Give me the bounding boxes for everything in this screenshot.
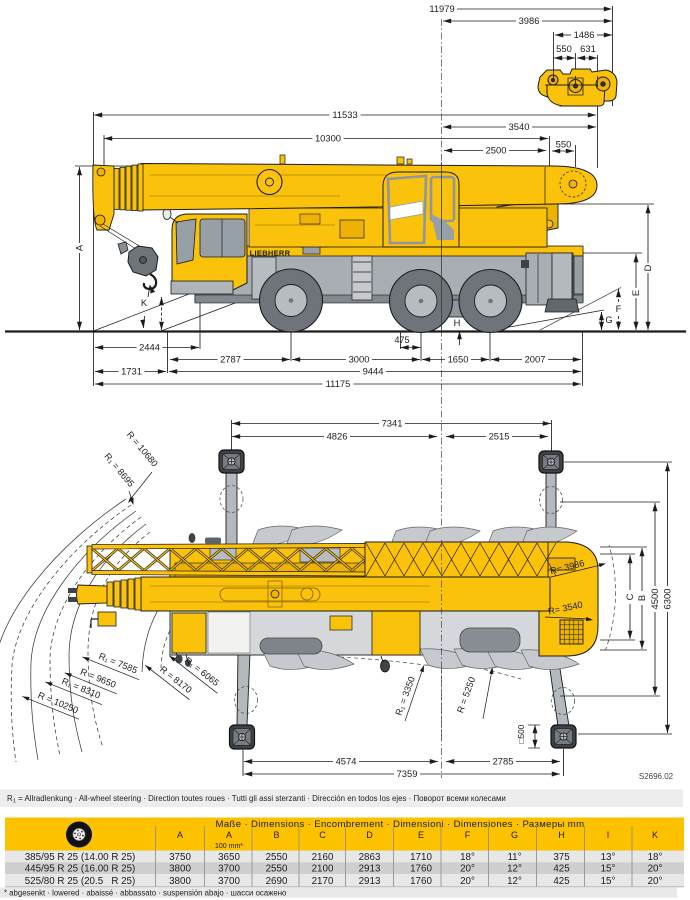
- svg-text:631: 631: [580, 43, 596, 54]
- svg-text:1650: 1650: [448, 354, 469, 365]
- svg-text:2863: 2863: [359, 852, 381, 863]
- svg-text:1710: 1710: [410, 852, 432, 863]
- svg-text:G: G: [511, 830, 518, 840]
- svg-text:13°: 13°: [601, 852, 616, 863]
- svg-text:445/95 R 25 (16.00 R 25): 445/95 R 25 (16.00 R 25): [25, 864, 136, 875]
- svg-text:A: A: [177, 830, 183, 840]
- svg-text:3750: 3750: [169, 852, 191, 863]
- svg-text:6300: 6300: [662, 589, 673, 610]
- svg-text:1486: 1486: [574, 29, 595, 40]
- svg-text:15°: 15°: [601, 876, 616, 887]
- svg-text:E: E: [630, 290, 641, 296]
- svg-text:2007: 2007: [525, 354, 546, 365]
- svg-text:2444: 2444: [139, 342, 160, 353]
- svg-text:18°: 18°: [648, 852, 663, 863]
- svg-text:F: F: [465, 830, 471, 840]
- svg-text:B: B: [273, 830, 279, 840]
- svg-text:7341: 7341: [382, 418, 403, 429]
- svg-text:425: 425: [553, 876, 570, 887]
- svg-text:1731: 1731: [121, 366, 142, 377]
- svg-text:9444: 9444: [363, 366, 384, 377]
- svg-text:12°: 12°: [507, 876, 522, 887]
- svg-text:H: H: [454, 317, 461, 328]
- svg-text:D: D: [642, 264, 653, 271]
- svg-text:15°: 15°: [601, 864, 616, 875]
- svg-text:1760: 1760: [410, 864, 432, 875]
- svg-text:20°: 20°: [648, 876, 663, 887]
- svg-text:C: C: [624, 593, 635, 600]
- svg-text:3800: 3800: [169, 876, 191, 887]
- svg-text:3986: 3986: [519, 15, 540, 26]
- svg-text:K: K: [141, 297, 148, 308]
- svg-text:2550: 2550: [266, 852, 288, 863]
- svg-text:S2696.02: S2696.02: [639, 772, 674, 781]
- svg-text:20°: 20°: [648, 864, 663, 875]
- svg-text:H: H: [558, 830, 565, 840]
- svg-text:3000: 3000: [349, 354, 370, 365]
- svg-text:12°: 12°: [507, 864, 522, 875]
- svg-text:4826: 4826: [327, 431, 348, 442]
- svg-text:550: 550: [556, 139, 572, 150]
- svg-text:4500: 4500: [649, 589, 660, 610]
- svg-text:100 mm*: 100 mm*: [215, 843, 243, 850]
- svg-text:K: K: [652, 830, 658, 840]
- svg-text:1760: 1760: [410, 876, 432, 887]
- svg-text:G: G: [605, 314, 612, 325]
- svg-text:R1 = Allradlenkung · All-whee: R1 = Allradlenkung · All-wheel steering …: [7, 794, 506, 805]
- svg-text:3800: 3800: [169, 864, 191, 875]
- svg-text:2515: 2515: [489, 431, 510, 442]
- svg-text:2787: 2787: [220, 354, 241, 365]
- svg-text:2160: 2160: [312, 852, 334, 863]
- svg-text:2785: 2785: [493, 756, 514, 767]
- svg-text:11°: 11°: [507, 852, 521, 863]
- svg-text:F: F: [616, 303, 622, 314]
- svg-text:□500: □500: [517, 724, 526, 743]
- svg-text:2913: 2913: [359, 876, 381, 887]
- svg-text:3700: 3700: [218, 876, 240, 887]
- svg-text:3650: 3650: [218, 852, 240, 863]
- svg-text:A: A: [226, 830, 232, 840]
- svg-text:525/80 R 25 (20.5 R 25): 525/80 R 25 (20.5 R 25): [25, 876, 136, 887]
- svg-text:385/95 R 25 (14.00 R 25): 385/95 R 25 (14.00 R 25): [25, 852, 136, 863]
- svg-text:3540: 3540: [509, 121, 530, 132]
- svg-text:475: 475: [394, 335, 409, 345]
- svg-text:2690: 2690: [266, 876, 288, 887]
- svg-text:11175: 11175: [326, 378, 351, 389]
- svg-text:375: 375: [553, 852, 570, 863]
- svg-text:A: A: [74, 244, 85, 251]
- svg-text:20°: 20°: [460, 876, 475, 887]
- svg-text:20°: 20°: [460, 864, 475, 875]
- svg-text:2550: 2550: [266, 864, 288, 875]
- svg-text:E: E: [418, 830, 424, 840]
- svg-text:D: D: [366, 830, 373, 840]
- svg-text:18°: 18°: [460, 852, 475, 863]
- svg-text:425: 425: [553, 864, 570, 875]
- svg-text:2500: 2500: [486, 145, 507, 156]
- svg-text:LIEBHERR: LIEBHERR: [250, 249, 291, 258]
- svg-text:4574: 4574: [336, 756, 357, 767]
- svg-text:2170: 2170: [312, 876, 334, 887]
- svg-text:11979: 11979: [429, 3, 454, 14]
- svg-text:11533: 11533: [332, 109, 357, 120]
- svg-text:10300: 10300: [315, 133, 341, 144]
- svg-text:Maße · Dimensions · Encombreme: Maße · Dimensions · Encombrement · Dimen…: [216, 819, 585, 830]
- svg-text:3700: 3700: [218, 864, 240, 875]
- svg-text:I: I: [607, 830, 610, 840]
- svg-text:550: 550: [556, 43, 572, 54]
- svg-text:C: C: [319, 830, 326, 840]
- svg-text:7359: 7359: [397, 768, 418, 779]
- svg-text:2100: 2100: [312, 864, 334, 875]
- svg-text:* abgesenkt · lowered · abaiss: * abgesenkt · lowered · abaissé · abbass…: [4, 889, 287, 898]
- svg-text:B: B: [636, 595, 647, 601]
- svg-text:2913: 2913: [359, 864, 381, 875]
